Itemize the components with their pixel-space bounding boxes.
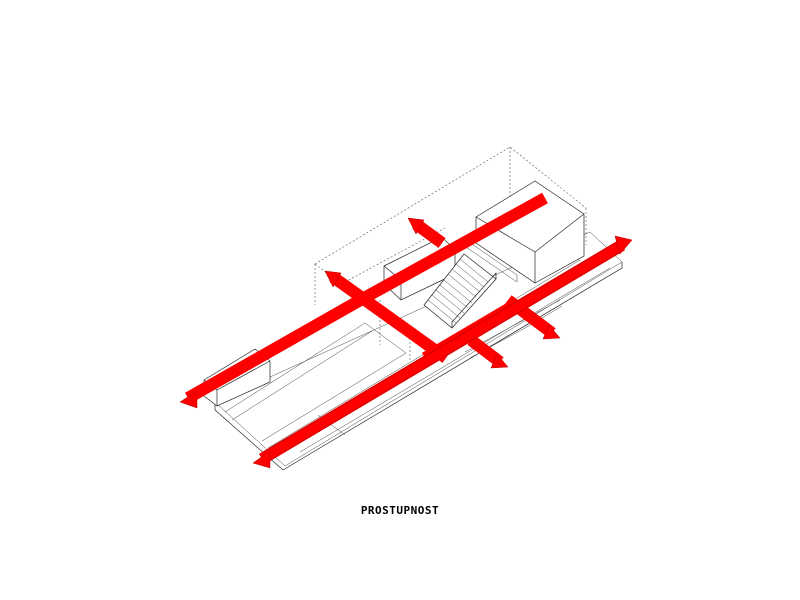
arrow-bottom-left [252,450,271,469]
route-arrowheads [179,217,633,469]
circulation-routes [185,192,626,466]
arrow-bottom-right [542,324,561,340]
staircase [423,253,497,329]
arrow-bottom-middle [490,353,509,369]
route-upper-long [185,292,367,404]
route-cross-3 [421,299,519,364]
route-cross-1 [329,272,450,363]
building-block-right [465,180,585,284]
route-lower-long [361,192,548,304]
arrow-left [179,390,198,409]
route-cross-2 [412,219,446,248]
route-cross-5 [504,295,556,338]
arrow-top-left [324,270,342,288]
diagram-caption: PROSTUPNOST [360,504,440,517]
arrow-right [614,235,633,255]
arrow-top [407,217,425,235]
